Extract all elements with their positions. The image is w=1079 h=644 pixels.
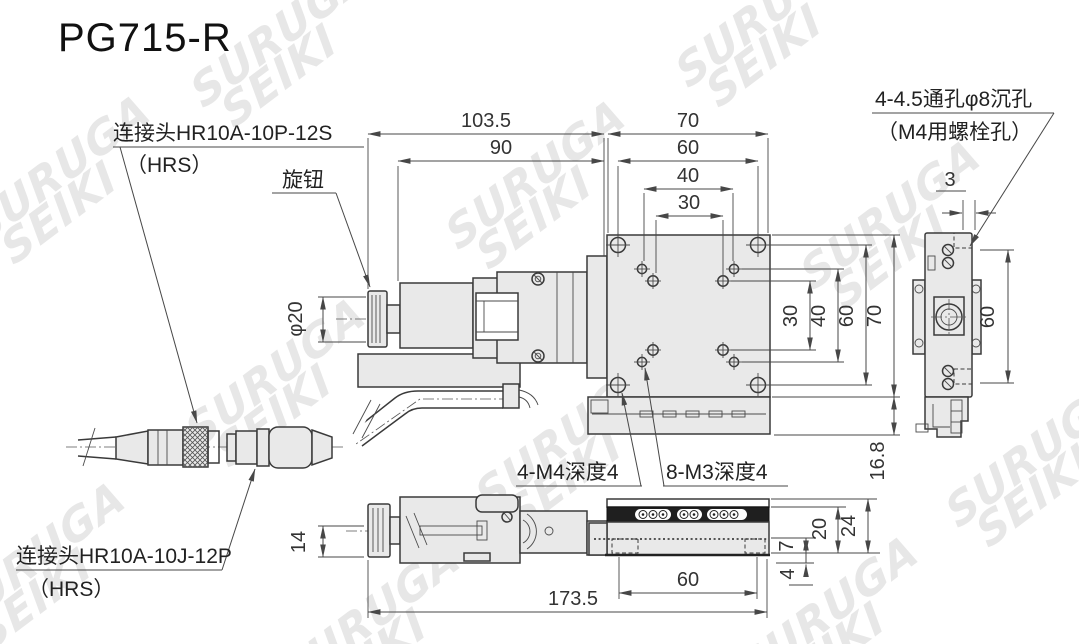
cable-break-mark	[352, 399, 372, 435]
dim-90: 90	[490, 137, 512, 159]
callout-m3-holes: 8-M3深度4	[666, 461, 768, 484]
dim-b60: 60	[677, 569, 699, 591]
dim-20: 20	[809, 518, 831, 540]
hidden-hole	[744, 538, 766, 554]
stage-table-plate	[606, 234, 771, 398]
side-bracket	[924, 396, 969, 438]
cable-break-mark	[361, 403, 381, 439]
bottom-view	[346, 494, 770, 564]
dim-70: 70	[677, 110, 699, 132]
dim-v60: 60	[836, 305, 858, 327]
coupling-window	[475, 292, 519, 341]
side-view	[912, 232, 982, 438]
cable-gland	[502, 383, 520, 409]
counterbore-hidden-line	[953, 368, 973, 385]
dim-24: 24	[838, 515, 860, 537]
dim-side-60: 60	[977, 306, 999, 328]
housing-screw	[531, 272, 545, 286]
dim-60: 60	[677, 137, 699, 159]
tapped-hole	[634, 261, 742, 370]
housing-screw	[531, 349, 545, 363]
dim-3: 3	[944, 169, 955, 191]
dimensions-plan-right: 30 40 60 70 16.8 60	[731, 234, 1014, 481]
dim-v70: 70	[864, 305, 886, 327]
cable-break-mark	[82, 427, 96, 467]
adjust-knob-front	[367, 503, 391, 558]
cable-assembly	[66, 426, 346, 469]
dim-phi20: φ20	[285, 301, 307, 336]
callout-top-connector: 连接头HR10A-10P-12S	[113, 122, 332, 145]
callout-bottom-connector: 连接头HR10A-10J-12P	[16, 545, 232, 568]
dim-4: 4	[777, 568, 799, 579]
connector-box	[357, 353, 521, 388]
dim-v40: 40	[808, 305, 830, 327]
dim-v30: 30	[780, 305, 802, 327]
dim-16-8: 16.8	[867, 442, 889, 481]
socket-connector	[226, 426, 333, 469]
part-number-title: PG715-R	[58, 16, 232, 60]
callouts: 连接头HR10A-10P-12S （HRS） 旋钮 连接头HR10A-10J-1…	[16, 88, 1055, 601]
callout-counterbore: 4-4.5通孔φ8沉孔	[875, 88, 1032, 111]
dim-103-5: 103.5	[461, 110, 511, 132]
dimensions-top: 103.5 70 90 60 40 30 3 φ20	[285, 110, 996, 343]
counterbore-hidden-line	[953, 232, 973, 249]
dim-7: 7	[776, 540, 798, 551]
dim-40: 40	[677, 165, 699, 187]
stage-base-plan	[587, 396, 771, 435]
callout-top-connector-hrs: （HRS）	[126, 154, 212, 177]
through-hole	[606, 233, 770, 397]
knob-shaft	[386, 304, 401, 334]
adjust-knob-plan	[367, 290, 388, 348]
dim-173-5: 173.5	[548, 588, 598, 610]
callout-knob: 旋钮	[282, 169, 324, 192]
plug-connector	[115, 426, 220, 468]
dimensions-bottom: 14 173.5 60 7 4 20 24	[288, 498, 880, 618]
side-screw	[941, 243, 955, 391]
plan-view	[336, 233, 771, 447]
hidden-hole	[611, 538, 639, 554]
callout-m4-holes: 4-M4深度4	[517, 461, 619, 484]
dim-30: 30	[678, 192, 700, 214]
motor-body-plan	[399, 282, 474, 349]
callout-bottom-connector-hrs: （HRS）	[28, 578, 114, 601]
callout-counterbore-note: （M4用螺栓孔）	[877, 121, 1032, 144]
dim-14: 14	[288, 531, 310, 553]
roller-cage	[635, 509, 747, 520]
